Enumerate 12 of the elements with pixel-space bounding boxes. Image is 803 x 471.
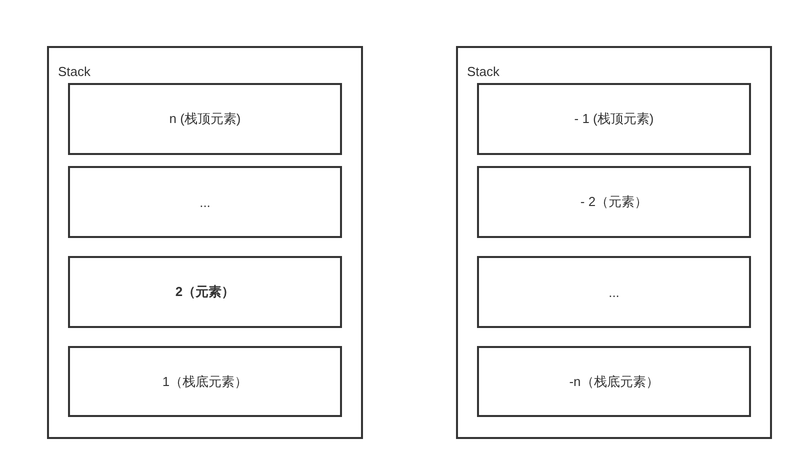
stack-element-box: 2（元素） <box>68 256 342 328</box>
stack-element-box: 1（栈底元素） <box>68 346 342 417</box>
stack-label: Stack <box>58 64 91 80</box>
stack-element-box: - 1 (栈顶元素) <box>477 83 751 155</box>
stack-frame <box>456 46 772 439</box>
stack-frame <box>47 46 363 439</box>
stack-element-box: ... <box>68 166 342 238</box>
stack-label: Stack <box>467 64 500 80</box>
stack-element-box: n (栈顶元素) <box>68 83 342 155</box>
stack-element-box: - 2（元素） <box>477 166 751 238</box>
stack-element-box: -n（栈底元素） <box>477 346 751 417</box>
stack-element-box: ... <box>477 256 751 328</box>
